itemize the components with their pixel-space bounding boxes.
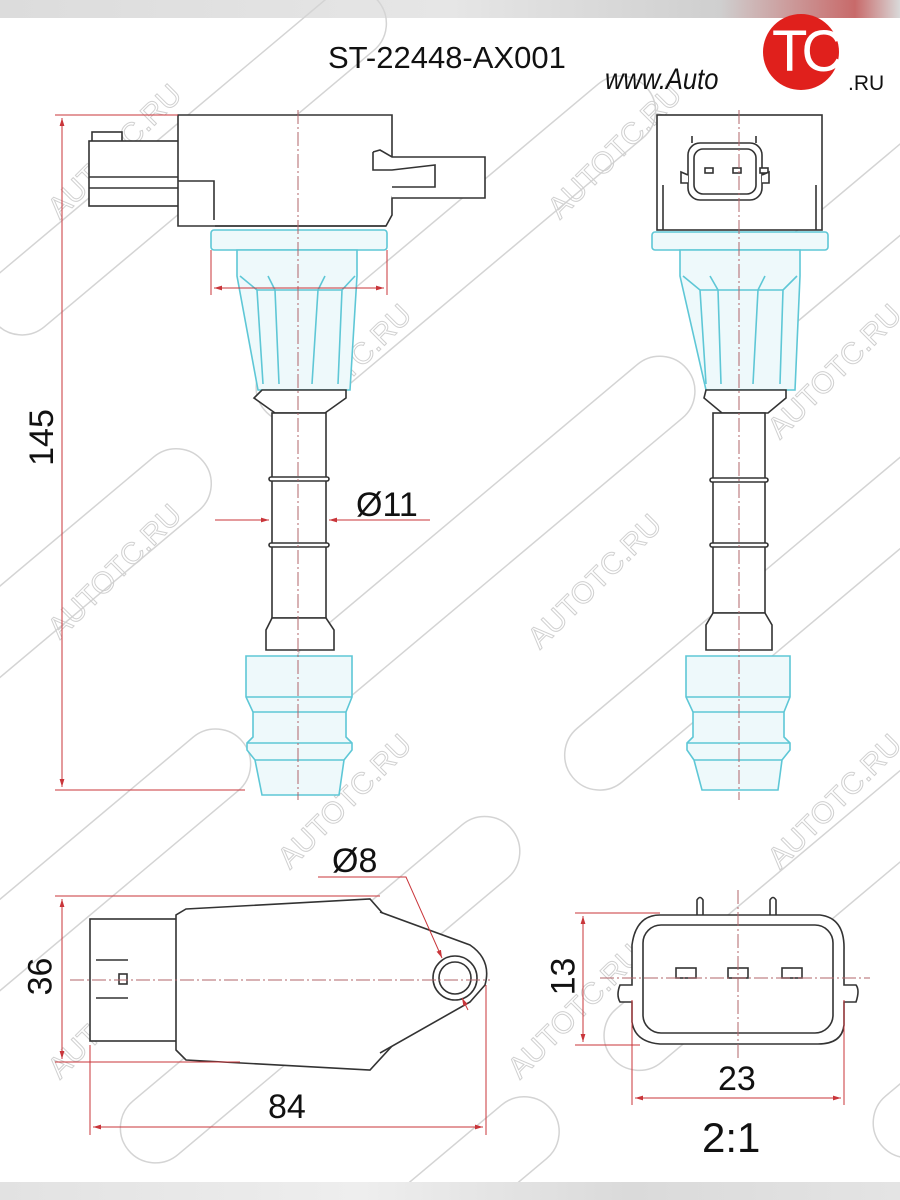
website-text: www.Auto — [605, 63, 719, 96]
bottom-bar — [0, 1182, 900, 1200]
dim-shaft-diameter: Ø11 — [356, 486, 418, 524]
connector-scale: 2:1 — [702, 1114, 761, 1161]
dim-connector-height: 13 — [544, 957, 583, 996]
logo-text: TC — [772, 19, 843, 84]
dim-connector-width: 23 — [718, 1060, 756, 1098]
dim-mount-hole-diameter: Ø8 — [332, 842, 378, 880]
side-view — [88, 114, 486, 227]
dim-body-width: 36 — [21, 957, 60, 996]
autotc-logo-circle — [763, 14, 839, 90]
part-number: ST-22448-AX001 — [328, 40, 566, 75]
dim-overall-length: 145 — [22, 409, 61, 466]
website-suffix: .RU — [848, 72, 885, 95]
dim-body-length: 84 — [268, 1088, 306, 1126]
